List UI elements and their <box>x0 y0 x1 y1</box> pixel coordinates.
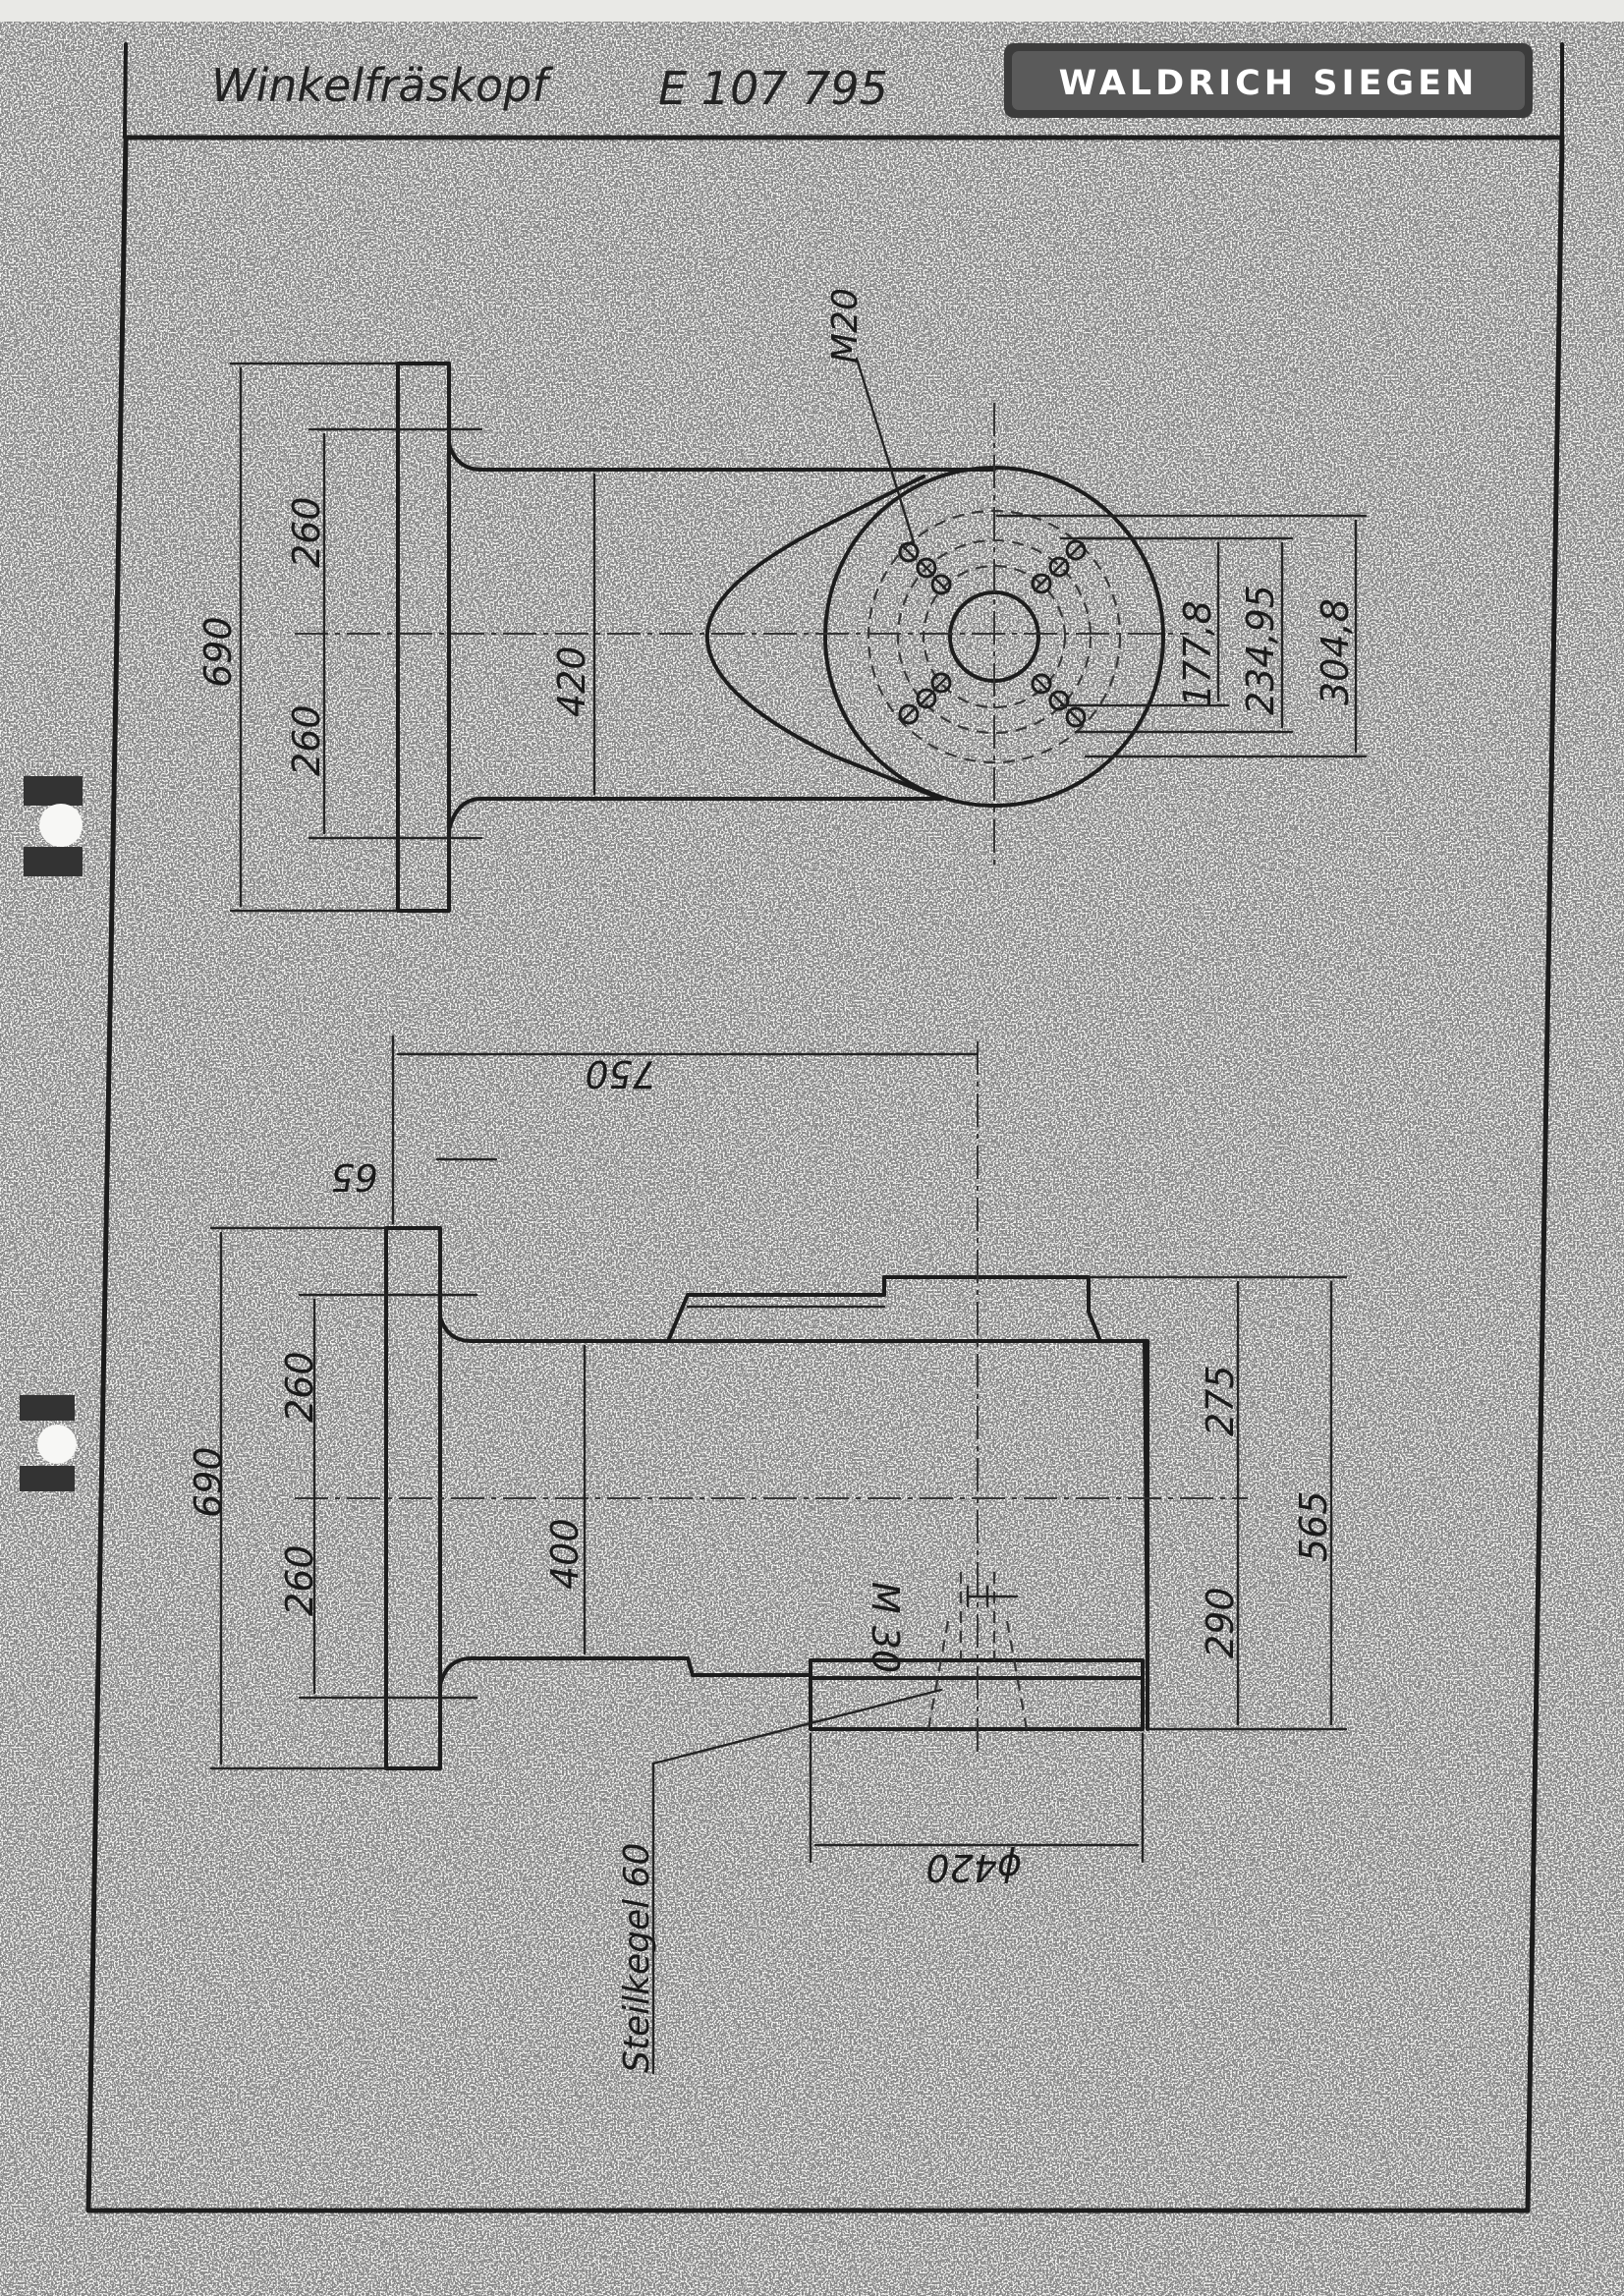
side-view-body-bottom <box>438 1656 812 1687</box>
punch-hole-icon <box>20 1395 77 1491</box>
top-view-lobe <box>704 475 943 801</box>
punch-hole-icon <box>24 776 83 876</box>
dim-260-lower: 260 <box>285 704 328 776</box>
dim-65: 65 <box>331 1155 378 1199</box>
dim-260-upper: 260 <box>285 496 328 568</box>
top-view-body-upper <box>447 442 996 472</box>
drawing-title: Winkelfräskopf <box>211 59 553 112</box>
side-view-body-right <box>1143 1339 1149 1672</box>
dim-177-8: 177,8 <box>1176 600 1219 707</box>
dim-565: 565 <box>1292 1490 1335 1562</box>
taper-label: Steilkegel 60 <box>617 1843 657 2073</box>
dim-750: 750 <box>585 1052 656 1095</box>
dim-260-side-lower: 260 <box>278 1544 321 1616</box>
dim-400: 400 <box>543 1518 587 1590</box>
top-view-flange <box>396 362 451 913</box>
bolt-hole-group <box>898 539 1087 728</box>
drawing-frame <box>85 42 1565 2213</box>
thread-label-m20: M20 <box>825 288 866 364</box>
top-edge <box>0 0 1624 22</box>
dim-275: 275 <box>1199 1365 1242 1436</box>
dim-420: 420 <box>550 645 593 717</box>
waldrich-siegen-logo: WALDRICH SIEGEN <box>1004 43 1533 118</box>
m20-leader <box>855 357 916 544</box>
dim-290: 290 <box>1199 1587 1242 1658</box>
dim-304-8: 304,8 <box>1314 598 1357 705</box>
dim-234-95: 234,95 <box>1239 585 1282 715</box>
side-view-top-step <box>666 1275 1102 1343</box>
side-view: M 30 750 65 690 260 260 400 275 290 565 <box>187 1035 1348 2075</box>
top-view: M20 690 260 260 420 177,8 234,95 304,8 <box>196 288 1368 913</box>
drawing-number: E 107 795 <box>658 62 888 115</box>
dim-690: 690 <box>196 616 240 688</box>
side-view-body-top <box>438 1315 1149 1731</box>
dim-m30: M 30 <box>864 1582 907 1673</box>
hidden-circle-1 <box>922 564 1067 709</box>
top-view-body-lower <box>447 797 943 832</box>
dim-phi420: ϕ420 <box>925 1846 1022 1889</box>
dim-260-side-upper: 260 <box>278 1351 321 1423</box>
dim-690-side: 690 <box>187 1446 230 1518</box>
taper-leader <box>651 1688 943 1765</box>
brand-name: WALDRICH SIEGEN <box>1059 64 1479 103</box>
